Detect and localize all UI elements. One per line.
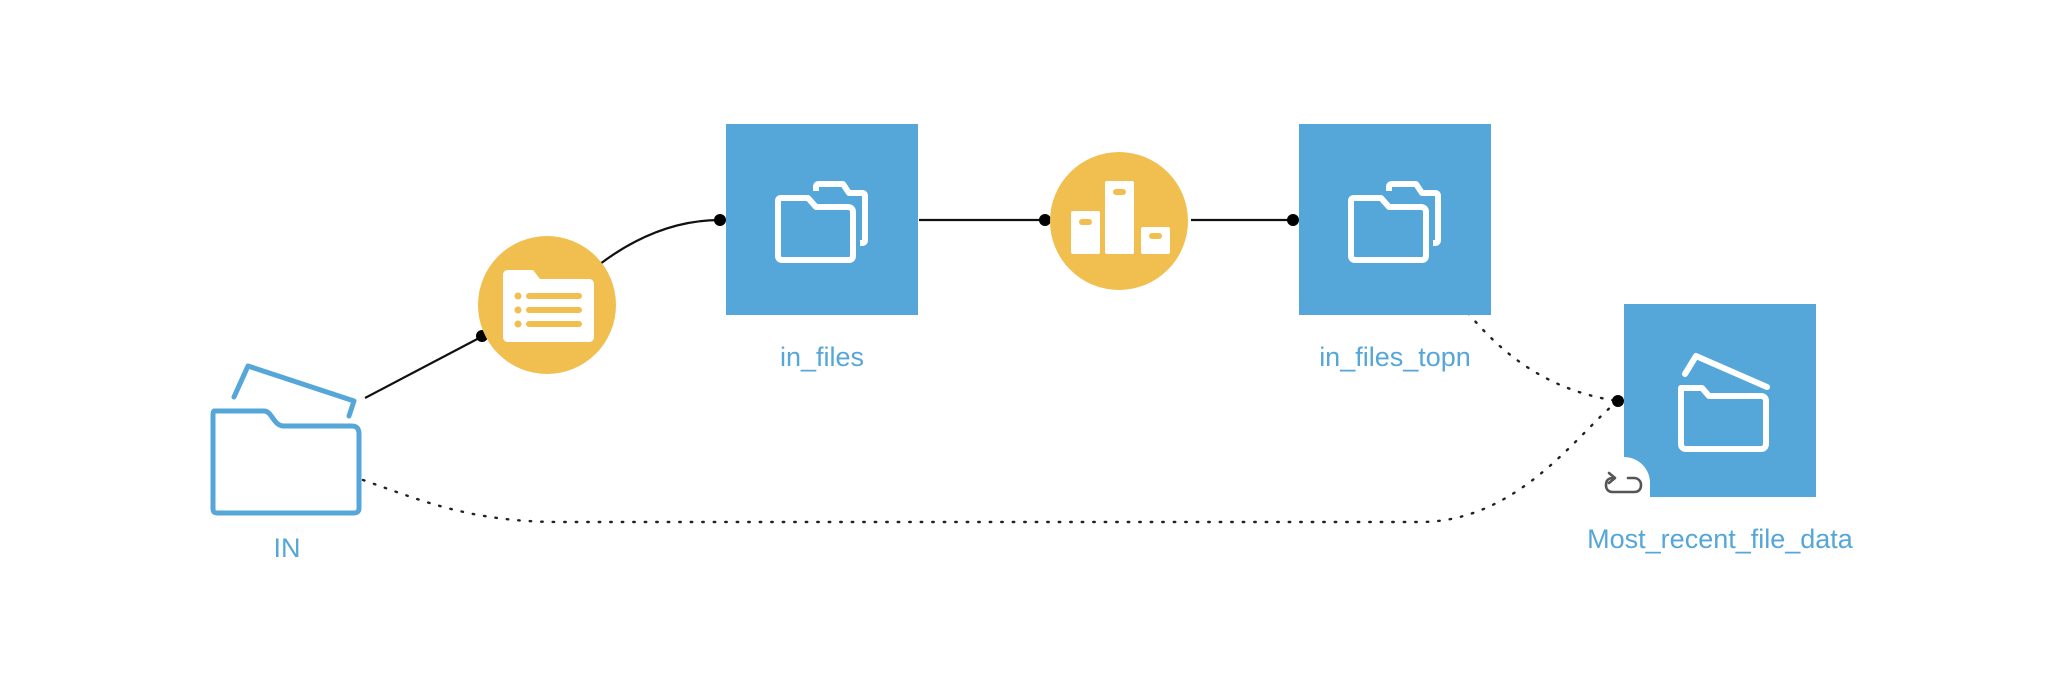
node-most-recent-label: Most_recent_file_data xyxy=(1587,524,1854,554)
port-topn-input xyxy=(1039,214,1051,226)
node-prepare-recipe[interactable] xyxy=(478,236,616,374)
link-in-to-prepare[interactable] xyxy=(364,335,484,399)
node-most-recent[interactable]: Most_recent_file_data xyxy=(1587,304,1854,554)
open-folder-icon xyxy=(1678,353,1770,452)
node-in-folder-label: IN xyxy=(274,533,301,563)
stacked-folders-icon xyxy=(775,181,868,263)
port-most-recent-input xyxy=(1612,395,1624,407)
folder-list-icon xyxy=(503,270,594,342)
link-in-to-most-recent[interactable] xyxy=(361,399,1620,524)
node-in-files[interactable]: in_files xyxy=(726,124,918,372)
ranking-bars-icon xyxy=(1071,181,1170,254)
port-in-files-input xyxy=(714,214,726,226)
node-in-files-topn[interactable]: in_files_topn xyxy=(1299,124,1491,372)
sync-icon xyxy=(1599,459,1647,507)
link-prepare-to-in-files[interactable] xyxy=(599,218,721,265)
node-topn-recipe[interactable] xyxy=(1050,152,1188,290)
port-in-files-topn-input xyxy=(1287,214,1299,226)
node-in-files-topn-label: in_files_topn xyxy=(1319,342,1471,372)
node-in-folder[interactable]: IN xyxy=(210,363,362,563)
link-in-files-topn-to-most-recent[interactable] xyxy=(1466,311,1620,403)
stacked-folders-icon xyxy=(1348,181,1441,263)
folder-outline-icon xyxy=(210,363,362,516)
node-in-files-label: in_files xyxy=(780,342,864,372)
